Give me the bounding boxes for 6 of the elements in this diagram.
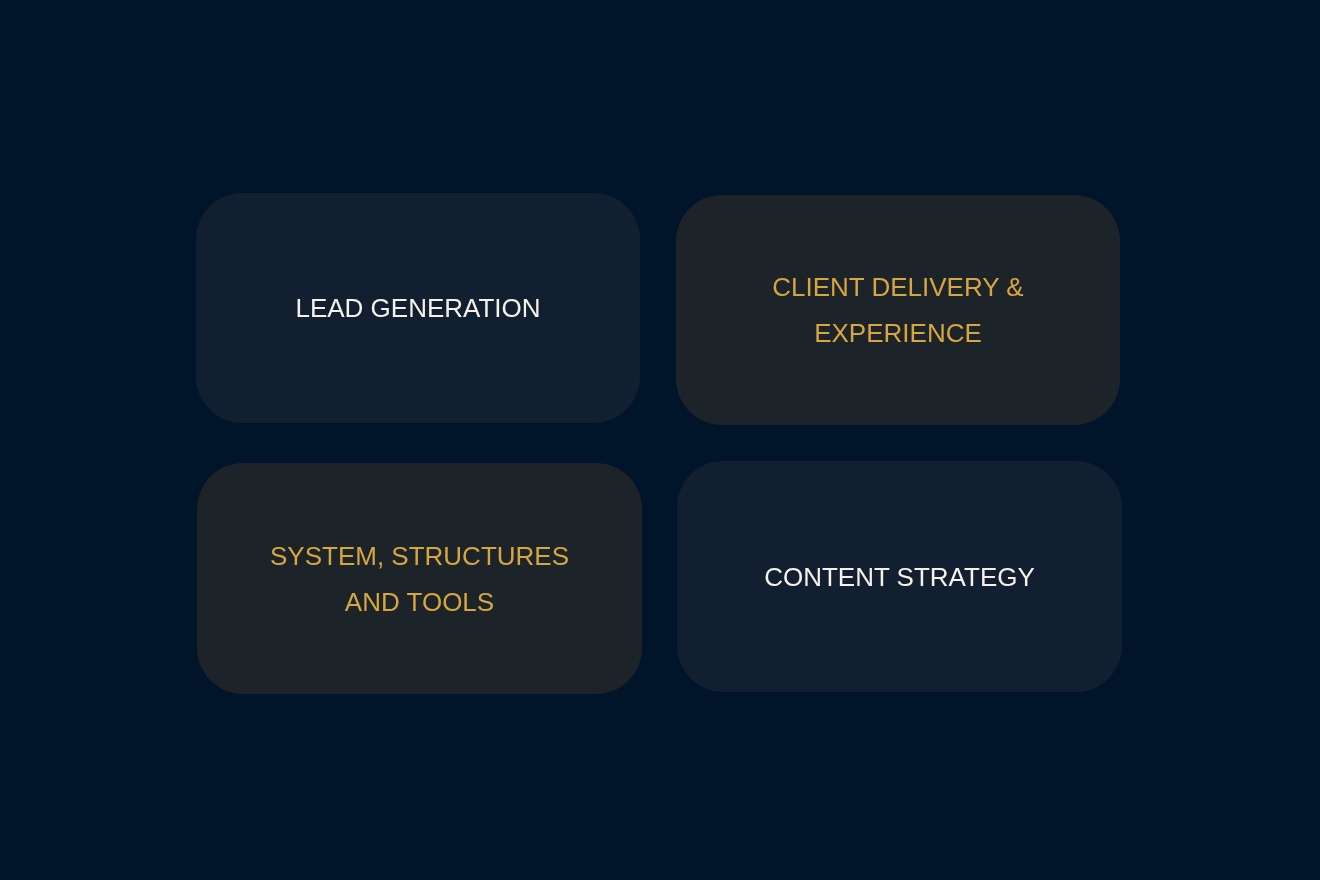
category-card [676, 195, 1120, 425]
card-title: CONTENT STRATEGY [764, 560, 1035, 594]
card-title: CLIENT DELIVERY & EXPERIENCE [771, 271, 1025, 350]
card-title: SYSTEM, STRUCTURES AND TOOLS [269, 539, 570, 619]
category-card [197, 463, 642, 694]
card-title: LEAD GENERATION [295, 292, 541, 325]
